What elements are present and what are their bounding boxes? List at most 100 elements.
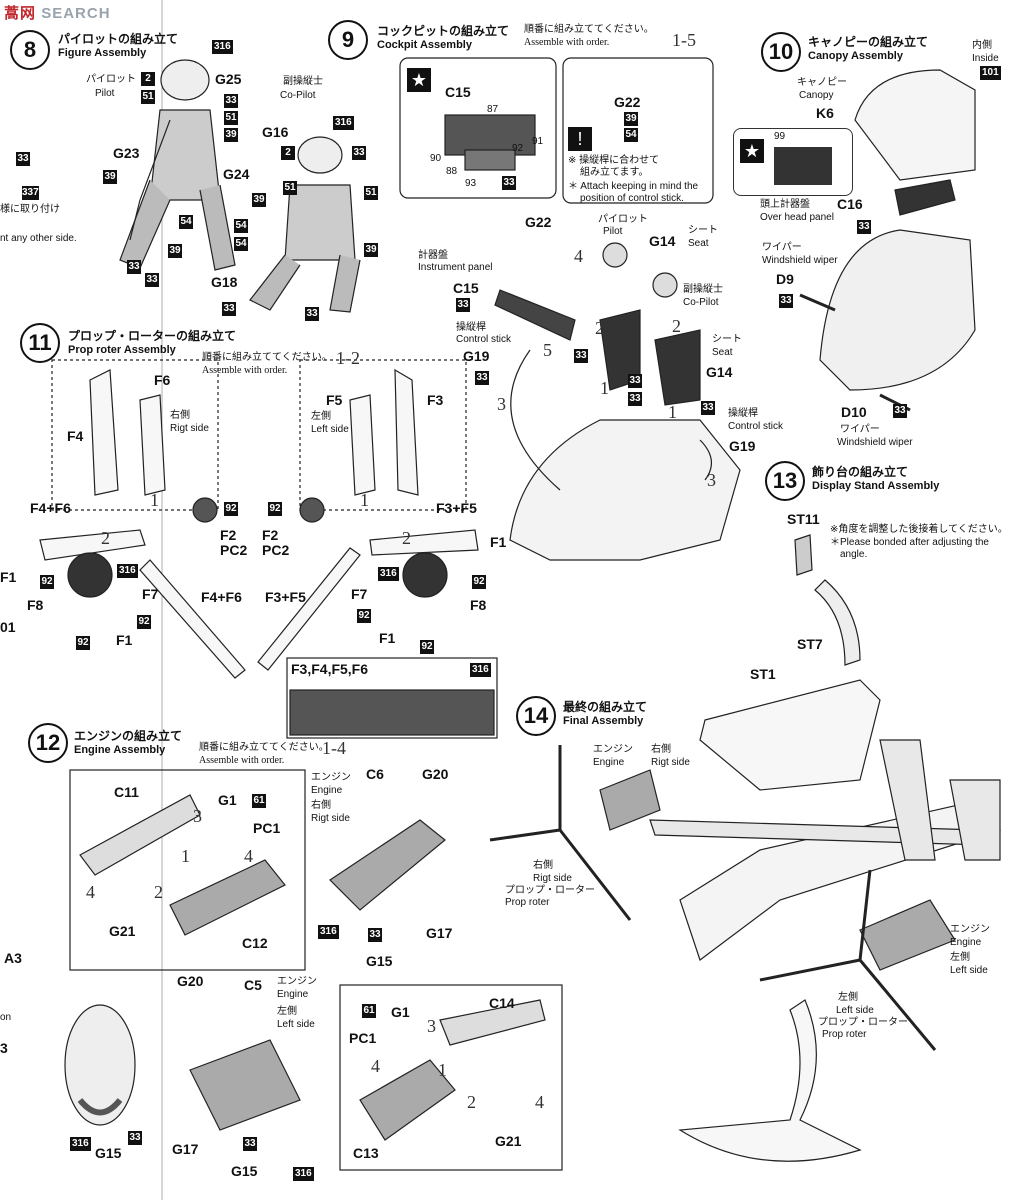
step-8-badge: 8 [10,30,50,70]
part-g1-2: G1 [391,1004,410,1020]
canopy-decal-box: ★ 99 [733,128,853,196]
part-f1-3: F1 [490,534,507,550]
final-rotor-jp: プロップ・ローター [505,885,595,896]
part-f1-4: F1 [379,630,396,646]
part-g20: G20 [422,766,449,782]
part-g15-2: G15 [231,1163,258,1179]
part-c5: C5 [244,977,262,993]
rotor-left-en: Left side [311,424,349,435]
section-12-order-en: Assemble with order. [199,755,285,766]
step-number: 2 [595,318,604,338]
part-f8-2: F8 [470,597,487,613]
part-code: 39 [103,170,117,184]
wiper2-label-en: Windshield wiper [837,437,913,448]
stand-note-en2: angle. [840,549,868,560]
section-13-jp: 飾り台の組み立て [812,465,909,479]
cockpit-seat2-en: Seat [712,347,733,358]
exclamation-icon: ! [568,127,592,151]
step-number: 1 [181,846,190,866]
step-13-number: 13 [772,468,798,493]
step-number: 3 [193,806,202,826]
step-number: 1 [600,378,609,398]
copilot-label-jp: 副操縦士 [283,76,323,87]
left-edge-e: on [0,1012,12,1023]
copilot-figure-drawing [249,136,361,313]
final-engine-jp: エンジン [593,744,633,755]
section-8-jp: パイロットの組み立て [58,32,179,46]
step-10-number: 10 [768,39,794,64]
part-code: 51 [224,111,238,125]
part-f3f5-2: F3+F5 [265,589,306,605]
part-code: 92 [420,640,434,654]
part-g14-2: G14 [706,364,733,380]
step-number: 3 [427,1016,436,1036]
copilot-label-en: Co-Pilot [280,90,316,101]
part-g14: G14 [649,233,676,249]
part-f2-2: F2 [262,527,279,543]
part-g21-2: G21 [495,1133,522,1149]
cockpit-copilot-jp: 副操縦士 [683,284,723,295]
step-number: 4 [535,1092,544,1112]
step-8-number: 8 [23,37,37,62]
part-code: 33 [857,220,871,234]
part-c15-2: C15 [453,280,479,296]
part-c16: C16 [837,196,863,212]
part-st11: ST11 [787,511,820,527]
engine-right-en: Engine [311,785,343,796]
pilot-figure-drawing [119,59,236,271]
wiper2-label-jp: ワイパー [840,424,880,435]
part-code: 33 [145,273,159,287]
left-edge-a: 33 [16,152,30,166]
part-code: 39 [224,128,238,142]
part-code: 92 [137,615,151,629]
section-10-en: Canopy Assembly [808,50,903,62]
section-12-order-jp: 順番に組み立ててください。 [199,742,329,753]
pilot-label-jp: パイロット [86,74,136,85]
step-number: 3 [707,470,716,490]
control-stick-jp: 操縦桿 [456,322,486,333]
decal-93: 93 [465,178,477,189]
step-9-badge: 9 [328,20,368,60]
part-code: 54 [624,128,638,142]
final-left-jp: 左側 [950,952,970,963]
part-code: 316 [117,564,138,578]
instrument-panel-en: Instrument panel [418,262,493,273]
rotor-left-jp: 左側 [311,411,331,422]
engine-drawings [64,794,546,1141]
step-number: 2 [402,528,411,548]
section-10-title: キャノピーの組み立て Canopy Assembly [808,33,928,62]
cockpit-note-en1: ＊ Attach keeping in mind the [568,181,699,192]
wiper-label-en: Windshield wiper [762,255,838,266]
step-9-number: 9 [341,27,355,52]
part-code: 33 [368,928,382,942]
section-8-title: パイロットの組み立て Figure Assembly [58,30,178,59]
osprey-aircraft-drawing [489,739,1001,1162]
decal-87: 87 [487,104,499,115]
section-13-en: Display Stand Assembly [812,480,940,492]
stand-note-en1: ＊Please bonded after adjusting the [830,537,989,548]
section-12-order-range: 1-4 [322,738,346,758]
part-code: 33 [893,404,907,418]
section-14-title: 最終の組み立て Final Assembly [563,698,647,727]
part-g25: G25 [215,71,242,87]
star-icon: ★ [407,68,431,92]
part-pc2: PC2 [220,542,248,558]
part-code: 316 [318,925,339,939]
left-edge-b: 337 [22,186,39,200]
part-code: 92 [472,575,486,589]
cockpit-note-en2: position of control stick. [580,193,684,204]
final-engine-en: Engine [593,757,625,768]
left-edge-d: A3 [4,950,22,966]
part-pc1-2: PC1 [349,1030,377,1046]
part-code: 316 [70,1137,91,1151]
part-pc2-2: PC2 [262,542,290,558]
blade-panel-label: F3,F4,F5,F6 [291,661,369,677]
part-g15: G15 [366,953,393,969]
section-9-order-en: Assemble with order. [524,37,610,48]
step-number: 1 [668,402,677,422]
overhead-panel-en: Over head panel [760,212,834,223]
step-11-badge: 11 [20,323,60,363]
step-number: 4 [86,882,95,902]
engine-side2-en: Left side [277,1019,315,1030]
engine-left-en: Engine [277,989,309,1000]
